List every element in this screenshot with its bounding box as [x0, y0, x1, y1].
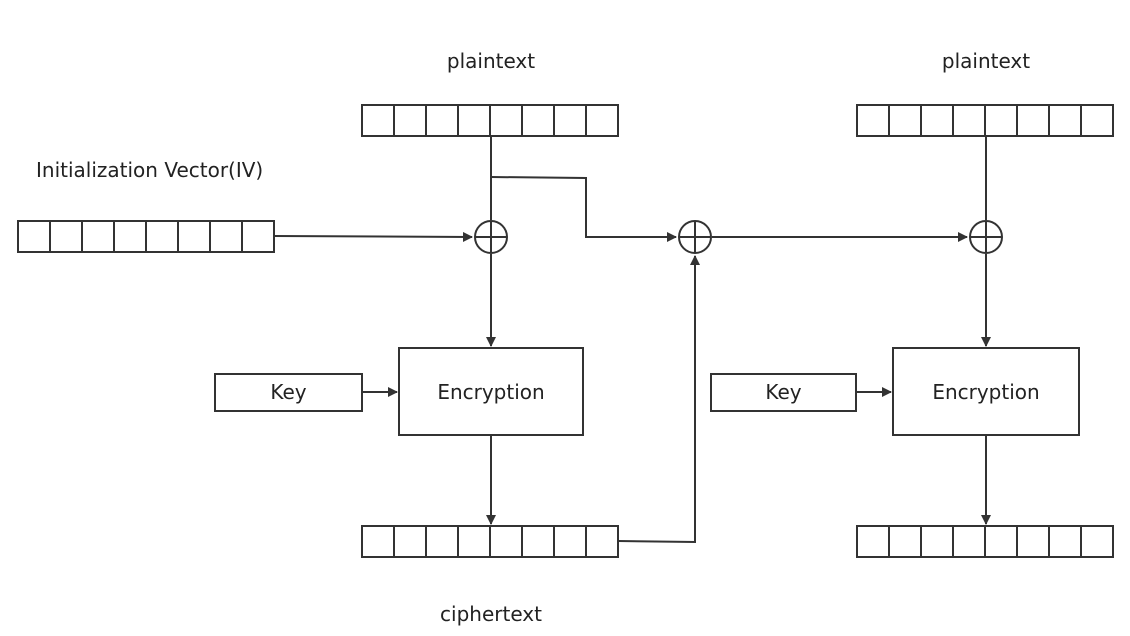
ciphertext-to-middle-xor-arrow: [617, 255, 700, 544]
key-label-right: Key: [765, 380, 801, 404]
iv-label: Initialization Vector(IV): [36, 158, 263, 182]
encryption-box-left: Encryption: [398, 347, 584, 436]
block-cell: [361, 104, 395, 137]
block-cell: [393, 104, 427, 137]
block-cell: [1048, 104, 1082, 137]
encryption-box-right: Encryption: [892, 347, 1080, 436]
iv-block: [17, 220, 275, 253]
block-cell: [145, 220, 179, 253]
block-cell: [49, 220, 83, 253]
block-cell: [1080, 104, 1114, 137]
key-label-left: Key: [270, 380, 306, 404]
key-box-left: Key: [214, 373, 363, 412]
block-cell: [553, 525, 587, 558]
block-cell: [1080, 525, 1114, 558]
ciphertext-block-left: [361, 525, 619, 558]
block-cell: [856, 525, 890, 558]
xor-right-icon: [969, 220, 1003, 254]
block-cell: [209, 220, 243, 253]
block-cell: [177, 220, 211, 253]
block-cell: [81, 220, 115, 253]
block-cell: [489, 525, 523, 558]
block-cell: [888, 525, 922, 558]
block-cell: [984, 104, 1018, 137]
block-cell: [984, 525, 1018, 558]
plaintext-block-left: [361, 104, 619, 137]
ciphertext-label: ciphertext: [440, 602, 542, 626]
plaintext-block-right: [856, 104, 1114, 137]
ciphertext-block-right: [856, 525, 1114, 558]
xor-middle-icon: [678, 220, 712, 254]
block-cell: [920, 525, 954, 558]
block-cell: [952, 525, 986, 558]
block-cell: [489, 104, 523, 137]
block-cell: [1016, 525, 1050, 558]
block-cell: [17, 220, 51, 253]
block-cell: [521, 525, 555, 558]
connectors: [273, 136, 991, 544]
block-cell: [952, 104, 986, 137]
block-cell: [1016, 104, 1050, 137]
block-cell: [113, 220, 147, 253]
block-cell: [457, 104, 491, 137]
block-cell: [425, 525, 459, 558]
block-cell: [457, 525, 491, 558]
block-cell: [553, 104, 587, 137]
iv-to-xor-arrow: [273, 231, 473, 242]
plaintext-label-left: plaintext: [447, 49, 535, 73]
block-cell: [585, 104, 619, 137]
block-cell: [425, 104, 459, 137]
block-cell: [856, 104, 890, 137]
block-cell: [920, 104, 954, 137]
block-cell: [888, 104, 922, 137]
xor-left-icon: [474, 220, 508, 254]
block-cell: [393, 525, 427, 558]
key-box-right: Key: [710, 373, 857, 412]
block-cell: [241, 220, 275, 253]
block-cell: [1048, 525, 1082, 558]
block-cell: [585, 525, 619, 558]
encryption-label-right: Encryption: [932, 380, 1039, 404]
encryption-label-left: Encryption: [437, 380, 544, 404]
block-cell: [361, 525, 395, 558]
block-cell: [521, 104, 555, 137]
plaintext-label-right: plaintext: [942, 49, 1030, 73]
plaintext-branch-to-middle-xor-arrow: [490, 176, 677, 242]
